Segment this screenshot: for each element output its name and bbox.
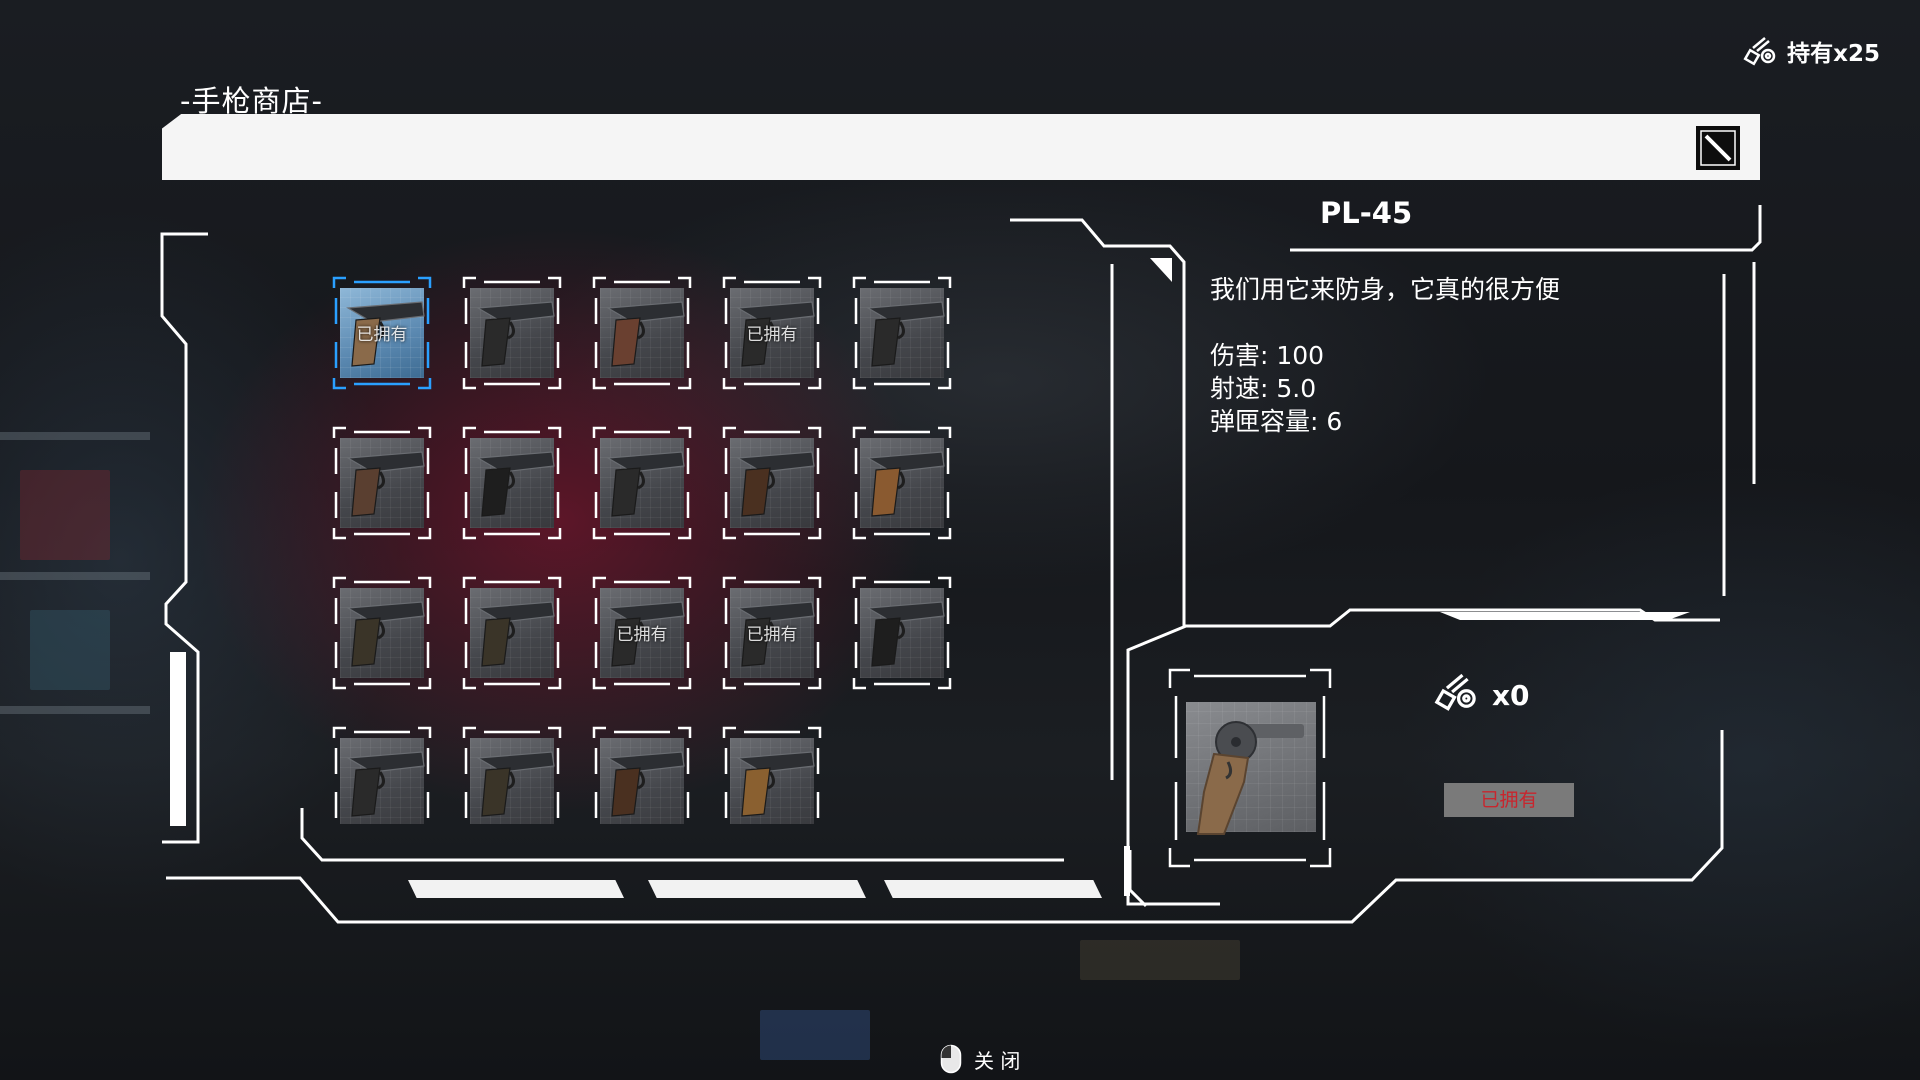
pistol-icon bbox=[346, 601, 425, 667]
revolver-icon bbox=[1196, 721, 1304, 835]
stat-magazine: 弹匣容量: 6 bbox=[1210, 407, 1343, 436]
slot-pistol-17[interactable] bbox=[460, 722, 564, 824]
slot-pistol-19[interactable] bbox=[720, 722, 824, 824]
pistol-icon bbox=[476, 451, 555, 517]
slot-pistol-5[interactable] bbox=[850, 272, 954, 394]
page-tab-1[interactable] bbox=[408, 880, 624, 898]
background-shelf bbox=[0, 706, 150, 714]
stat-damage: 伤害: 100 bbox=[1210, 341, 1325, 370]
bolt-nut-icon bbox=[1743, 34, 1777, 68]
pistol-icon bbox=[476, 751, 555, 817]
currency-amount: 持有x25 bbox=[1787, 41, 1880, 67]
slot-pistol-2[interactable] bbox=[460, 272, 564, 394]
pistol-icon bbox=[476, 301, 555, 367]
pistol-icon bbox=[346, 751, 425, 817]
pistol-icon bbox=[606, 301, 685, 367]
item-name: PL-45 bbox=[1320, 196, 1413, 230]
slot-pistol-9[interactable] bbox=[720, 422, 824, 544]
weapon-grid: 已拥有已拥有已拥有已拥有 bbox=[330, 272, 970, 824]
price-value: x0 bbox=[1492, 679, 1530, 712]
corner-marker bbox=[1150, 258, 1172, 282]
slot-revolver[interactable]: 已拥有 bbox=[330, 272, 434, 394]
pistol-icon bbox=[866, 601, 945, 667]
slot-pistol-16[interactable] bbox=[330, 722, 434, 824]
item-description: 我们用它来防身，它真的很方便 bbox=[1210, 275, 1561, 304]
preview-bracket bbox=[1168, 668, 1332, 868]
close-hint: 关 闭 bbox=[940, 1044, 1020, 1074]
slot-pistol-14[interactable]: 已拥有 bbox=[720, 572, 824, 694]
close-icon bbox=[1700, 130, 1736, 166]
pistol-icon bbox=[736, 601, 815, 667]
currency-display: 持有x25 bbox=[1743, 34, 1880, 68]
stat-fire-rate: 射速: 5.0 bbox=[1210, 374, 1317, 403]
pistol-icon bbox=[736, 301, 815, 367]
pistol-icon bbox=[606, 751, 685, 817]
item-price: x0 bbox=[1432, 670, 1530, 721]
slot-pistol-4[interactable]: 已拥有 bbox=[720, 272, 824, 394]
close-button[interactable] bbox=[1696, 126, 1740, 170]
shop-title: -手枪商店- bbox=[180, 84, 323, 118]
pistol-icon bbox=[866, 301, 945, 367]
close-hint-label: 关 闭 bbox=[974, 1048, 1021, 1073]
header-bar bbox=[162, 114, 1760, 180]
slot-pistol-12[interactable] bbox=[460, 572, 564, 694]
background-box bbox=[20, 470, 110, 560]
pistol-icon bbox=[346, 301, 425, 367]
slot-pistol-10[interactable] bbox=[850, 422, 954, 544]
owned-label: 已拥有 bbox=[746, 625, 798, 645]
slot-pistol-8[interactable] bbox=[590, 422, 694, 544]
pistol-icon bbox=[736, 751, 815, 817]
background-shelf bbox=[0, 432, 150, 440]
pistol-icon bbox=[606, 601, 685, 667]
item-preview bbox=[1164, 662, 1336, 874]
owned-status-button[interactable]: 已拥有 bbox=[1444, 783, 1574, 817]
owned-label: 已拥有 bbox=[746, 325, 798, 345]
pistol-icon bbox=[866, 451, 945, 517]
background-box bbox=[760, 1010, 870, 1060]
slot-pistol-11[interactable] bbox=[330, 572, 434, 694]
slot-pistol-3[interactable] bbox=[590, 272, 694, 394]
pistol-icon bbox=[346, 451, 425, 517]
slot-pistol-7[interactable] bbox=[460, 422, 564, 544]
page-tab-3[interactable] bbox=[884, 880, 1102, 898]
slot-pistol-13[interactable]: 已拥有 bbox=[590, 572, 694, 694]
bolt-nut-icon bbox=[1432, 670, 1480, 721]
owned-label: 已拥有 bbox=[616, 625, 668, 645]
background-box bbox=[1080, 940, 1240, 980]
corner-marker bbox=[1440, 612, 1690, 620]
background-shelf bbox=[0, 572, 150, 580]
page-tab-2[interactable] bbox=[648, 880, 866, 898]
pistol-icon bbox=[476, 601, 555, 667]
pistol-icon bbox=[736, 451, 815, 517]
slot-pistol-6[interactable] bbox=[330, 422, 434, 544]
owned-label: 已拥有 bbox=[356, 325, 408, 345]
pistol-icon bbox=[606, 451, 685, 517]
slot-pistol-18[interactable] bbox=[590, 722, 694, 824]
slot-pistol-15[interactable] bbox=[850, 572, 954, 694]
background-box bbox=[30, 610, 110, 690]
mouse-right-click-icon bbox=[940, 1044, 962, 1074]
